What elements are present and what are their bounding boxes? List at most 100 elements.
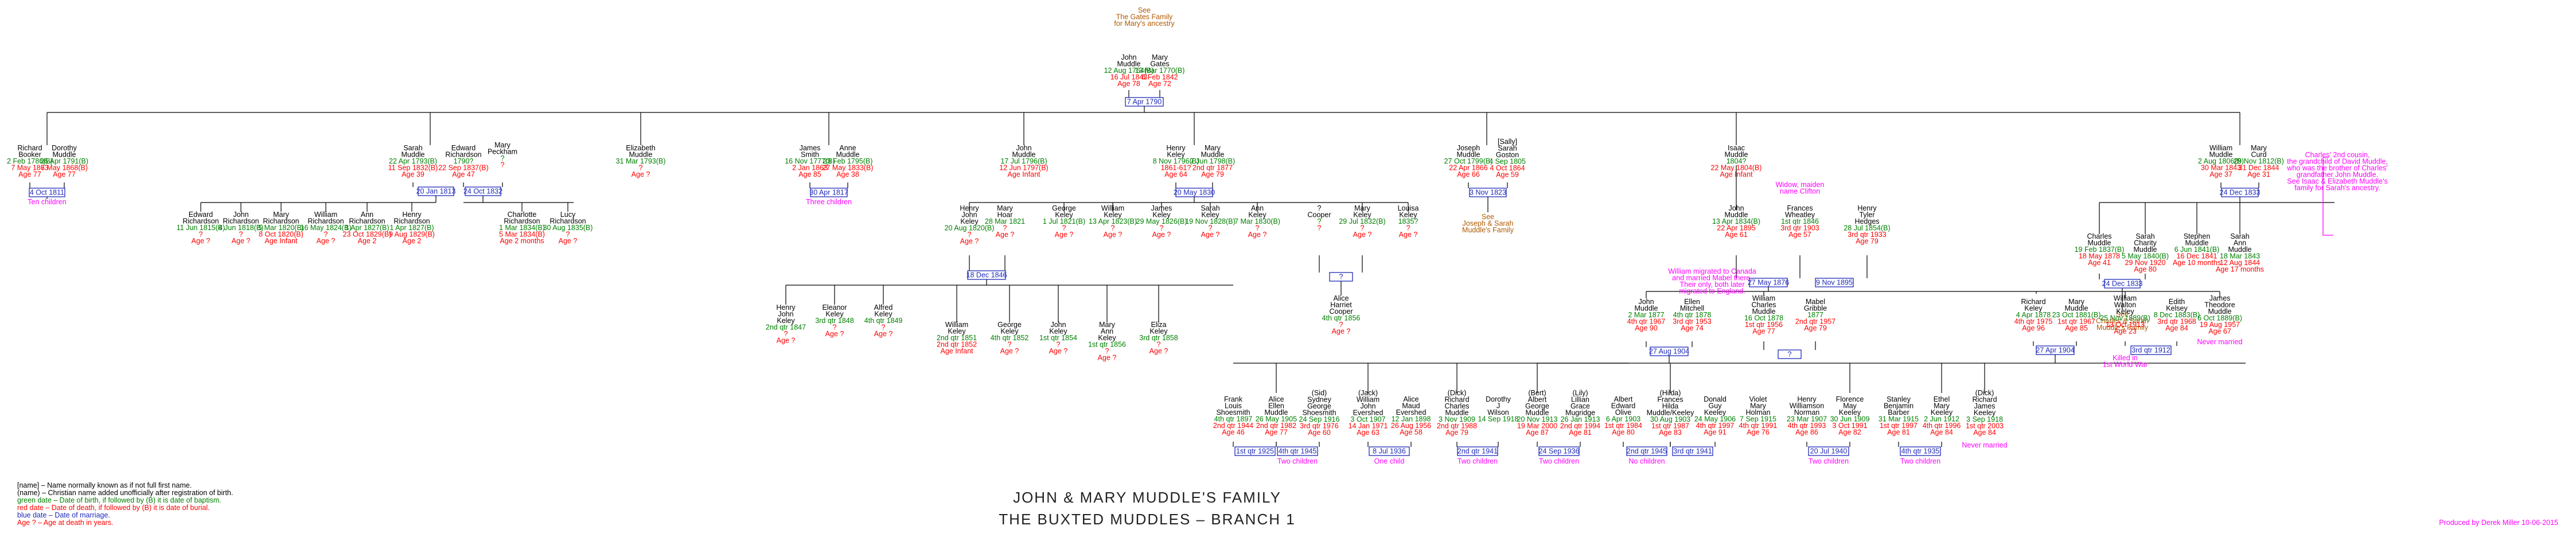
marriage-box-m_henry_florence[interactable]: 20 Jul 1940 (1808, 446, 1849, 456)
marriage-box-m_donald_violet[interactable]: 3rd qtr 1941 (1672, 446, 1713, 456)
marriage-box-m_sid_alice[interactable]: 4th qtr 1945 (1277, 446, 1318, 456)
marriage-box-m_william[interactable]: 24 Dec 1833 (2220, 188, 2261, 197)
marriage-box-m_keley[interactable]: 20 May 1830 (1174, 188, 1215, 197)
marriage-box-m_smith_anne[interactable]: 30 Apr 1817 (809, 188, 848, 197)
marriage-box-m_joseph[interactable]: 3 Nov 1823 (1469, 188, 1507, 197)
marriage-box-m_rich_mary[interactable]: 27 Apr 1904 (2036, 345, 2075, 355)
marriage-box-m_john_fw[interactable]: 27 May 1876 (1748, 278, 1789, 287)
marriage-box-m_frank_alice[interactable]: 1st qtr 1925 (1234, 446, 1276, 456)
marriage-box-m_hj_hoar[interactable]: 18 Dec 1846 (967, 270, 1007, 280)
marriage-box-m_cooper[interactable]: ? (1329, 272, 1353, 282)
marriage-box-m_albert_hilda[interactable]: 2nd qtr 1945 (1626, 446, 1667, 456)
marriage-box-m_bert_lily[interactable]: 24 Sep 1936 (1538, 446, 1580, 456)
marriage-box-m_sarah_edw[interactable]: 20 Jan 1813 (416, 186, 456, 196)
marriage-box-m_booker[interactable]: 4 Oct 1811 (29, 188, 65, 197)
marriage-box-m_john_ellen[interactable]: 27 Aug 1904 (1649, 347, 1689, 356)
marriage-box-m_wc_mabel[interactable]: ? (1778, 349, 1802, 359)
marriage-box-m_top[interactable]: 7 Apr 1790 (1125, 97, 1164, 107)
marriage-box-m_jack_alice[interactable]: 8 Jul 1936 (1369, 446, 1410, 456)
marriage-box-m_edw_mary[interactable]: 24 Oct 1832 (463, 186, 502, 196)
person-cooper[interactable]: ?Cooper?? (1308, 204, 1331, 232)
marriage-box-m_fw_tyler[interactable]: 9 Nov 1895 (1815, 278, 1854, 287)
marriage-box-m_william[interactable]: 24 Dec 1833 (2102, 279, 2143, 289)
marriage-box-m_stanley_ethel[interactable]: 4th qtr 1935 (1900, 446, 1941, 456)
marriage-box-m_walton_edith[interactable]: 3rd qtr 1912 (2130, 345, 2172, 355)
